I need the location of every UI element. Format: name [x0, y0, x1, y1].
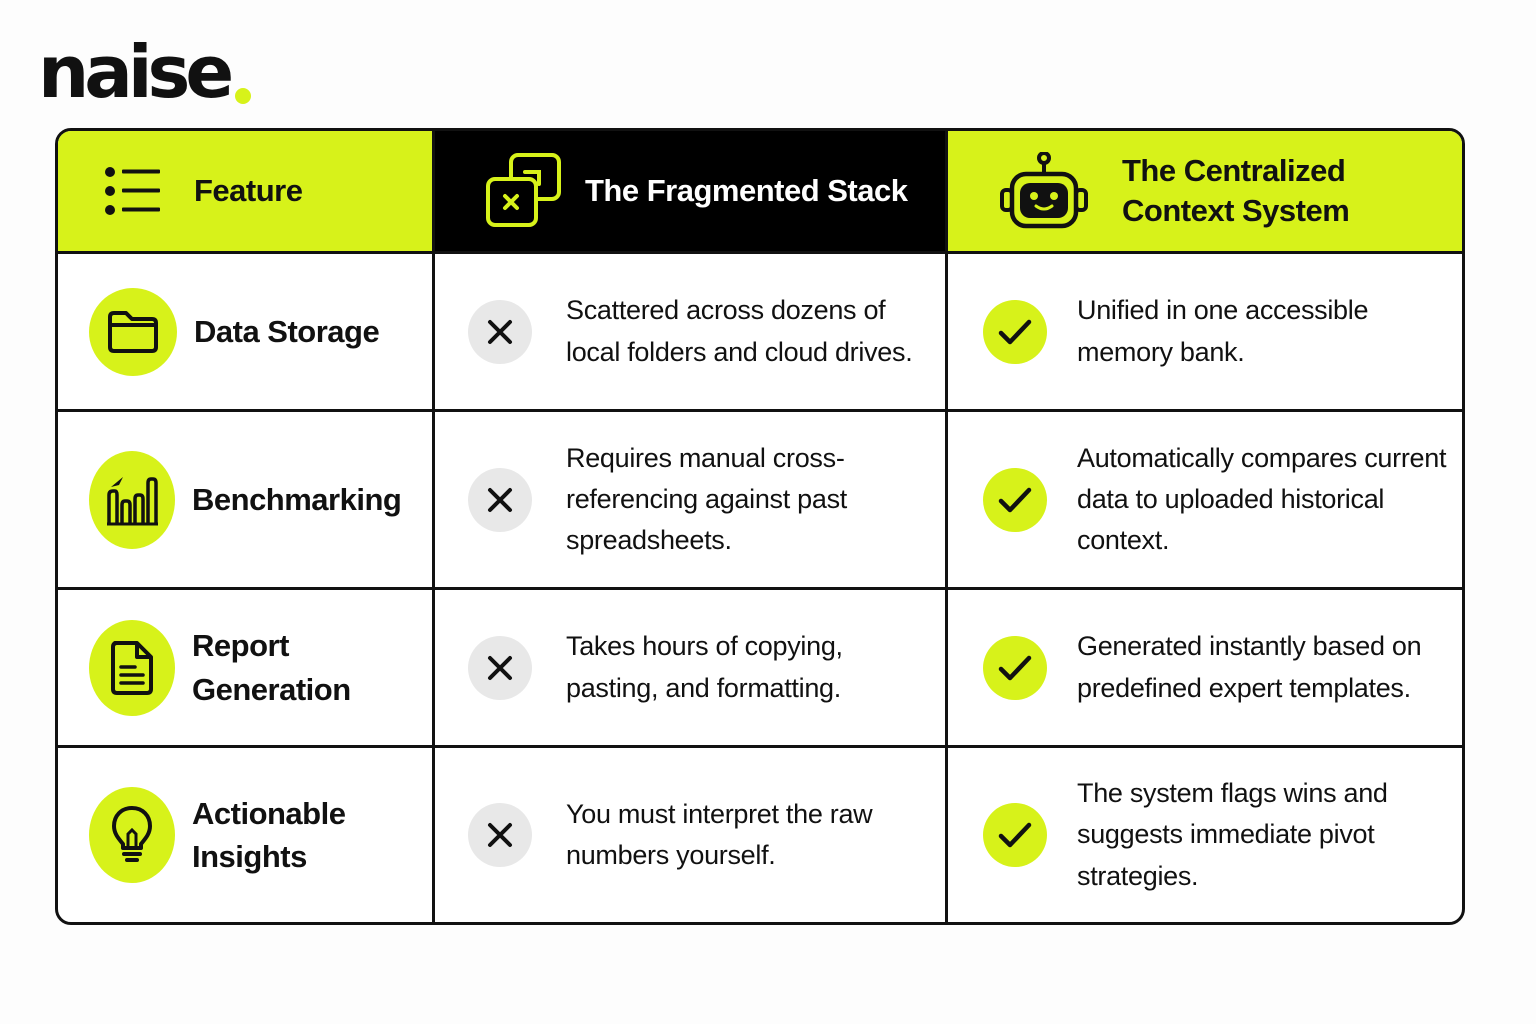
centralized-description: Unified in one accessible memory bank. [1077, 295, 1369, 367]
header-centralized: The Centralized Context System [948, 131, 1462, 254]
header-feature-label: Feature [194, 172, 303, 208]
centralized-description: Generated instantly based on predefined … [1077, 631, 1422, 703]
header-centralized-label: The Centralized Context System [1122, 152, 1350, 228]
list-icon [104, 166, 162, 216]
header-fragmented: The Fragmented Stack [435, 131, 948, 254]
feature-cell-actionable-insights: Actionable Insights [58, 748, 435, 922]
comparison-table: Feature The Fragmented Stack [55, 128, 1465, 925]
feature-cell-data-storage: Data Storage [58, 254, 435, 412]
check-icon [983, 803, 1047, 867]
fragmented-cell-benchmarking: Requires manual cross-referencing agains… [435, 412, 948, 590]
fragmented-description: You must interpret the raw numbers yours… [566, 798, 873, 870]
feature-label: Benchmarking [192, 481, 402, 517]
feature-label: Data Storage [194, 313, 380, 349]
fragmented-description: Takes hours of copying, pasting, and for… [566, 631, 843, 703]
fragmented-cell-report-generation: Takes hours of copying, pasting, and for… [435, 590, 948, 748]
feature-label: Report Generation [192, 628, 351, 707]
check-icon [983, 299, 1047, 364]
fragmented-cell-actionable-insights: You must interpret the raw numbers yours… [435, 748, 948, 922]
lightbulb-icon [89, 787, 175, 883]
feature-cell-benchmarking: Benchmarking [58, 412, 435, 590]
x-icon [468, 635, 532, 700]
fragmented-description: Requires manual cross-referencing agains… [566, 442, 847, 556]
centralized-cell-report-generation: Generated instantly based on predefined … [948, 590, 1462, 748]
centralized-cell-benchmarking: Automatically compares current data to u… [948, 412, 1462, 590]
folder-icon [89, 287, 177, 376]
logo-dot [235, 88, 252, 104]
check-icon [983, 635, 1047, 700]
feature-label: Actionable Insights [192, 795, 346, 874]
check-icon [983, 467, 1047, 532]
x-icon [468, 299, 532, 364]
document-icon [89, 619, 175, 716]
bar-chart-icon [89, 450, 175, 549]
centralized-description: Automatically compares current data to u… [1077, 442, 1447, 556]
feature-cell-report-generation: Report Generation [58, 590, 435, 748]
centralized-cell-actionable-insights: The system flags wins and suggests immed… [948, 748, 1462, 922]
header-fragmented-label: The Fragmented Stack [585, 172, 908, 208]
brand-logo: naise [38, 18, 252, 114]
logo-wordmark: naise [38, 30, 234, 114]
robot-icon [1000, 152, 1088, 230]
x-icon [468, 803, 532, 867]
x-icon [468, 467, 532, 532]
fragmented-cell-data-storage: Scattered across dozens of local folders… [435, 254, 948, 412]
centralized-description: The system flags wins and suggests immed… [1077, 778, 1388, 891]
fragmented-windows-icon [485, 152, 563, 230]
centralized-cell-data-storage: Unified in one accessible memory bank. [948, 254, 1462, 412]
header-feature: Feature [58, 131, 435, 254]
fragmented-description: Scattered across dozens of local folders… [566, 295, 913, 367]
